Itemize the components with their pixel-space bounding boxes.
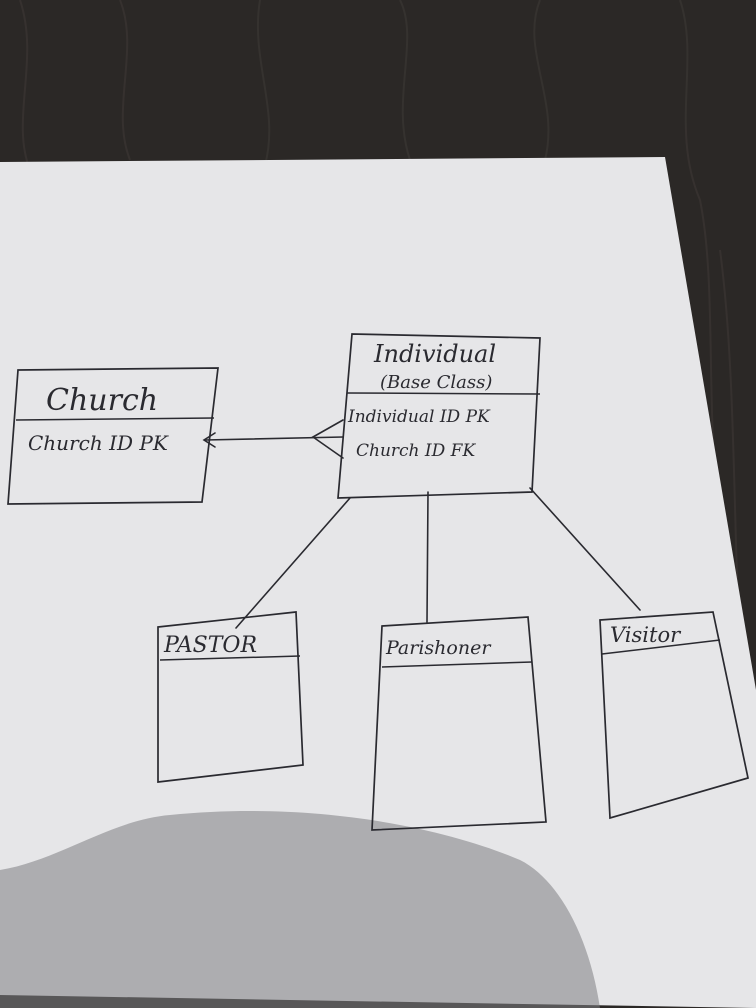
visitor-box bbox=[599, 611, 749, 820]
church-attribute-id: Church ID PK bbox=[28, 431, 169, 455]
entity-church: Church Church ID PK bbox=[7, 367, 219, 505]
parishoner-title: Parishoner bbox=[385, 637, 492, 659]
entity-individual: Individual (Base Class) Individual ID PK… bbox=[337, 333, 541, 499]
individual-divider bbox=[346, 392, 541, 395]
relationship-individual-pastor bbox=[235, 497, 351, 629]
entity-visitor: Visitor bbox=[599, 611, 749, 820]
church-divider bbox=[15, 417, 215, 421]
church-arrow-marker bbox=[202, 432, 216, 448]
crows-foot-marker bbox=[311, 419, 344, 459]
individual-box bbox=[337, 333, 541, 499]
church-title: Church bbox=[46, 383, 158, 418]
pastor-box bbox=[157, 611, 304, 783]
pastor-divider bbox=[159, 655, 301, 661]
parishoner-divider bbox=[381, 661, 533, 668]
hand-shadow bbox=[0, 811, 600, 1008]
pastor-title: PASTOR bbox=[163, 633, 257, 658]
visitor-divider bbox=[601, 639, 721, 655]
entity-parishoner: Parishoner bbox=[371, 616, 547, 831]
individual-title: Individual bbox=[373, 340, 496, 368]
individual-attribute-pk: Individual ID PK bbox=[347, 407, 491, 427]
individual-attribute-fk: Church ID FK bbox=[356, 441, 476, 461]
paper-sheet bbox=[0, 157, 756, 1008]
church-box bbox=[7, 367, 219, 505]
individual-subtitle: (Base Class) bbox=[380, 372, 492, 393]
visitor-title: Visitor bbox=[610, 623, 682, 647]
relationship-individual-visitor bbox=[529, 487, 641, 611]
relationship-individual-church bbox=[204, 436, 344, 441]
parishoner-box bbox=[371, 616, 547, 831]
entity-pastor: PASTOR bbox=[157, 611, 304, 783]
relationship-individual-parishoner bbox=[426, 491, 429, 623]
